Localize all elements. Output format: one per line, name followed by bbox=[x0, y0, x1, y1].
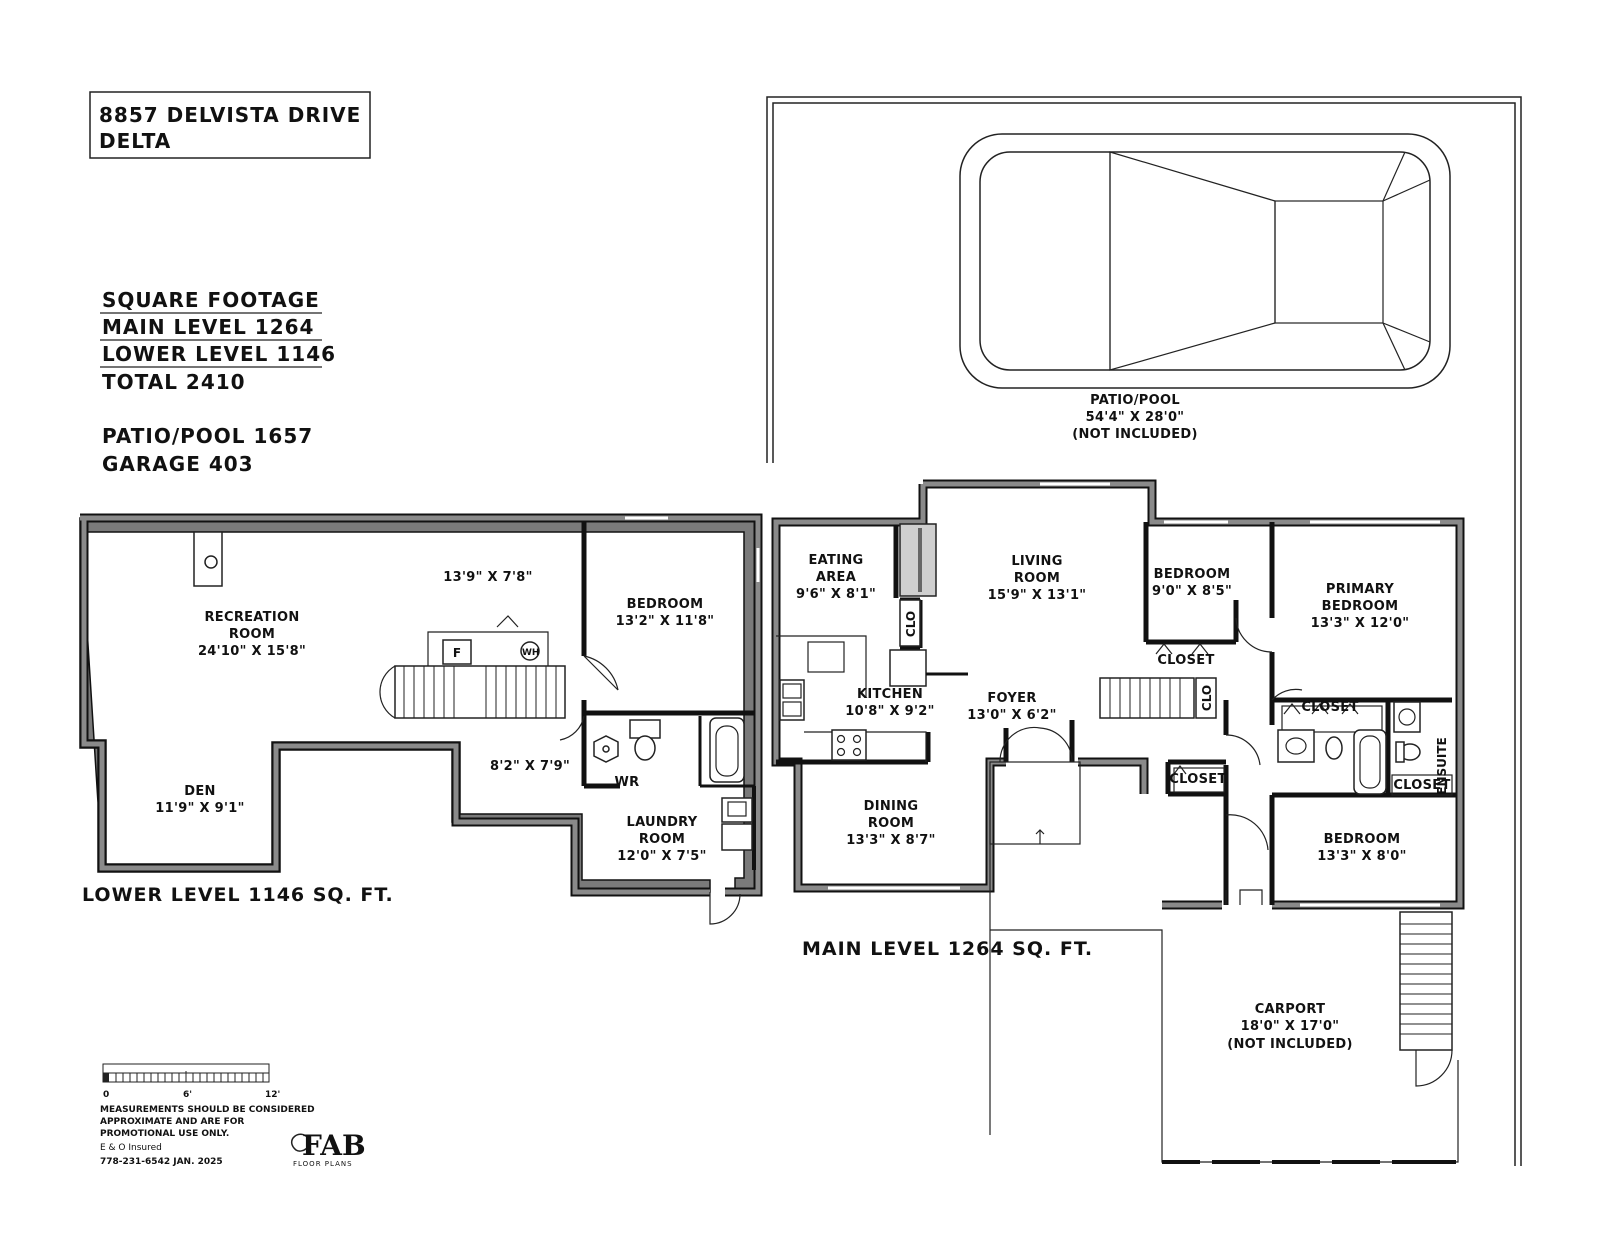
bedroom2-dims: 13'3" X 8'0" bbox=[1317, 849, 1406, 864]
closet-primary: CLOSET bbox=[1301, 700, 1358, 715]
address-box bbox=[89, 91, 371, 159]
logo-text: FAB bbox=[302, 1129, 366, 1162]
disclaimer-line3: PROMOTIONAL USE ONLY. bbox=[100, 1129, 229, 1139]
logo-sub: FLOOR PLANS bbox=[293, 1160, 353, 1168]
patio-note: (NOT INCLUDED) bbox=[1072, 427, 1198, 442]
disclaimer: MEASUREMENTS SHOULD BE CONSIDERED APPROX… bbox=[100, 1105, 315, 1167]
carport-stairs bbox=[1399, 911, 1453, 1051]
patio-dims: 54'4" X 28'0" bbox=[1086, 410, 1185, 425]
carport-note: (NOT INCLUDED) bbox=[1227, 1037, 1353, 1052]
closet-hall: CLOSET bbox=[1169, 772, 1226, 787]
stove bbox=[831, 729, 867, 761]
bedroom2-name: BEDROOM bbox=[1324, 832, 1401, 847]
lower-bedroom-name: BEDROOM bbox=[627, 597, 704, 612]
disclaimer-line4: E & O Insured bbox=[100, 1143, 162, 1153]
dining-name2: ROOM bbox=[868, 816, 914, 831]
eating-name1: EATING bbox=[809, 553, 864, 568]
clo-main: CLO bbox=[904, 611, 918, 637]
lower-level-walls bbox=[79, 513, 763, 897]
scale-12: 12' bbox=[265, 1090, 280, 1100]
lower-area-dims: 13'9" X 7'8" bbox=[443, 570, 532, 585]
closet-bedroom1: CLOSET bbox=[1157, 653, 1214, 668]
footage-heading: SQUARE FOOTAGE bbox=[102, 288, 320, 312]
lower-level-labels: RECREATION ROOM 24'10" X 15'8" 13'9" X 7… bbox=[82, 570, 714, 906]
lower-level-fixtures: F WH bbox=[193, 516, 760, 925]
dining-name1: DINING bbox=[864, 799, 919, 814]
eating-name2: AREA bbox=[816, 570, 856, 585]
fab-logo: FAB FLOOR PLANS bbox=[290, 1129, 366, 1168]
main-bathtub bbox=[1353, 729, 1387, 795]
eating-dims: 9'6" X 8'1" bbox=[796, 587, 876, 602]
lower-bathtub bbox=[709, 717, 745, 783]
rec-room-name1: RECREATION bbox=[204, 610, 299, 625]
den-dims: 11'9" X 9'1" bbox=[155, 801, 244, 816]
address-line1: 8857 DELVISTA DRIVE bbox=[99, 103, 361, 127]
kitchen-sink bbox=[779, 679, 805, 721]
primary-name2: BEDROOM bbox=[1322, 599, 1399, 614]
wr-label: WR bbox=[615, 775, 640, 790]
rec-room-name2: ROOM bbox=[229, 627, 275, 642]
disclaimer-line1: MEASUREMENTS SHOULD BE CONSIDERED bbox=[100, 1105, 315, 1115]
scale-6: 6' bbox=[183, 1090, 192, 1100]
pool-inner bbox=[979, 151, 1431, 371]
clo-hall: CLO bbox=[1200, 685, 1214, 711]
lower-stairs bbox=[394, 665, 566, 719]
primary-name1: PRIMARY bbox=[1326, 582, 1394, 597]
scale-bar: 0 6' 12' bbox=[102, 1063, 280, 1100]
living-name1: LIVING bbox=[1011, 554, 1062, 569]
primary-dims: 13'3" X 12'0" bbox=[1311, 616, 1410, 631]
furnace-label: F bbox=[453, 646, 461, 660]
lower-level-title: LOWER LEVEL 1146 SQ. FT. bbox=[82, 884, 394, 906]
footage-lower: LOWER LEVEL 1146 bbox=[102, 342, 336, 366]
carport-name: CARPORT bbox=[1255, 1002, 1326, 1017]
laundry-dims: 12'0" X 7'5" bbox=[617, 849, 706, 864]
foyer-name: FOYER bbox=[987, 691, 1036, 706]
water-heater-label: WH bbox=[522, 648, 539, 658]
address-line2: DELTA bbox=[99, 129, 171, 153]
patio-name: PATIO/POOL bbox=[1090, 393, 1180, 408]
patio-area: PATIO/POOL 54'4" X 28'0" (NOT INCLUDED) bbox=[766, 96, 1522, 1166]
footage-total: TOTAL 2410 bbox=[102, 370, 246, 394]
ensuite-label: ENSUITE bbox=[1435, 737, 1449, 794]
closet-bedroom2: CLOSET bbox=[1393, 778, 1450, 793]
footage-garage: GARAGE 403 bbox=[102, 452, 254, 476]
scale-0: 0 bbox=[103, 1090, 109, 1100]
kitchen-dims: 10'8" X 9'2" bbox=[845, 704, 934, 719]
carport-area: CARPORT 18'0" X 17'0" (NOT INCLUDED) bbox=[990, 911, 1459, 1164]
hall-dims: 8'2" X 7'9" bbox=[490, 759, 570, 774]
main-level-title: MAIN LEVEL 1264 SQ. FT. bbox=[802, 938, 1093, 960]
dining-dims: 13'3" X 8'7" bbox=[846, 833, 935, 848]
main-stairs bbox=[1099, 677, 1195, 719]
laundry-name1: LAUNDRY bbox=[627, 815, 698, 830]
lower-bedroom-dims: 13'2" X 11'8" bbox=[616, 614, 715, 629]
main-level-fixtures: CLO CLO bbox=[776, 482, 1453, 907]
main-level-labels: EATING AREA 9'6" X 8'1" LIVING ROOM 15'9… bbox=[796, 553, 1450, 960]
disclaimer-line2: APPROXIMATE AND ARE FOR bbox=[100, 1117, 244, 1127]
footage-main: MAIN LEVEL 1264 bbox=[102, 315, 314, 339]
living-dims: 15'9" X 13'1" bbox=[988, 588, 1087, 603]
disclaimer-line5: 778-231-6542 JAN. 2025 bbox=[100, 1157, 223, 1167]
rec-room-dims: 24'10" X 15'8" bbox=[198, 644, 306, 659]
square-footage-block: SQUARE FOOTAGE MAIN LEVEL 1264 LOWER LEV… bbox=[100, 288, 336, 476]
kitchen-name: KITCHEN bbox=[857, 687, 923, 702]
bedroom1-name: BEDROOM bbox=[1154, 567, 1231, 582]
foyer-dims: 13'0" X 6'2" bbox=[967, 708, 1056, 723]
living-name2: ROOM bbox=[1014, 571, 1060, 586]
main-level-walls bbox=[771, 479, 1465, 1135]
bedroom1-dims: 9'0" X 8'5" bbox=[1152, 584, 1232, 599]
footage-patio: PATIO/POOL 1657 bbox=[102, 424, 313, 448]
den-name: DEN bbox=[184, 784, 215, 799]
pool-outer bbox=[959, 133, 1451, 389]
carport-dims: 18'0" X 17'0" bbox=[1241, 1019, 1340, 1034]
laundry-name2: ROOM bbox=[639, 832, 685, 847]
